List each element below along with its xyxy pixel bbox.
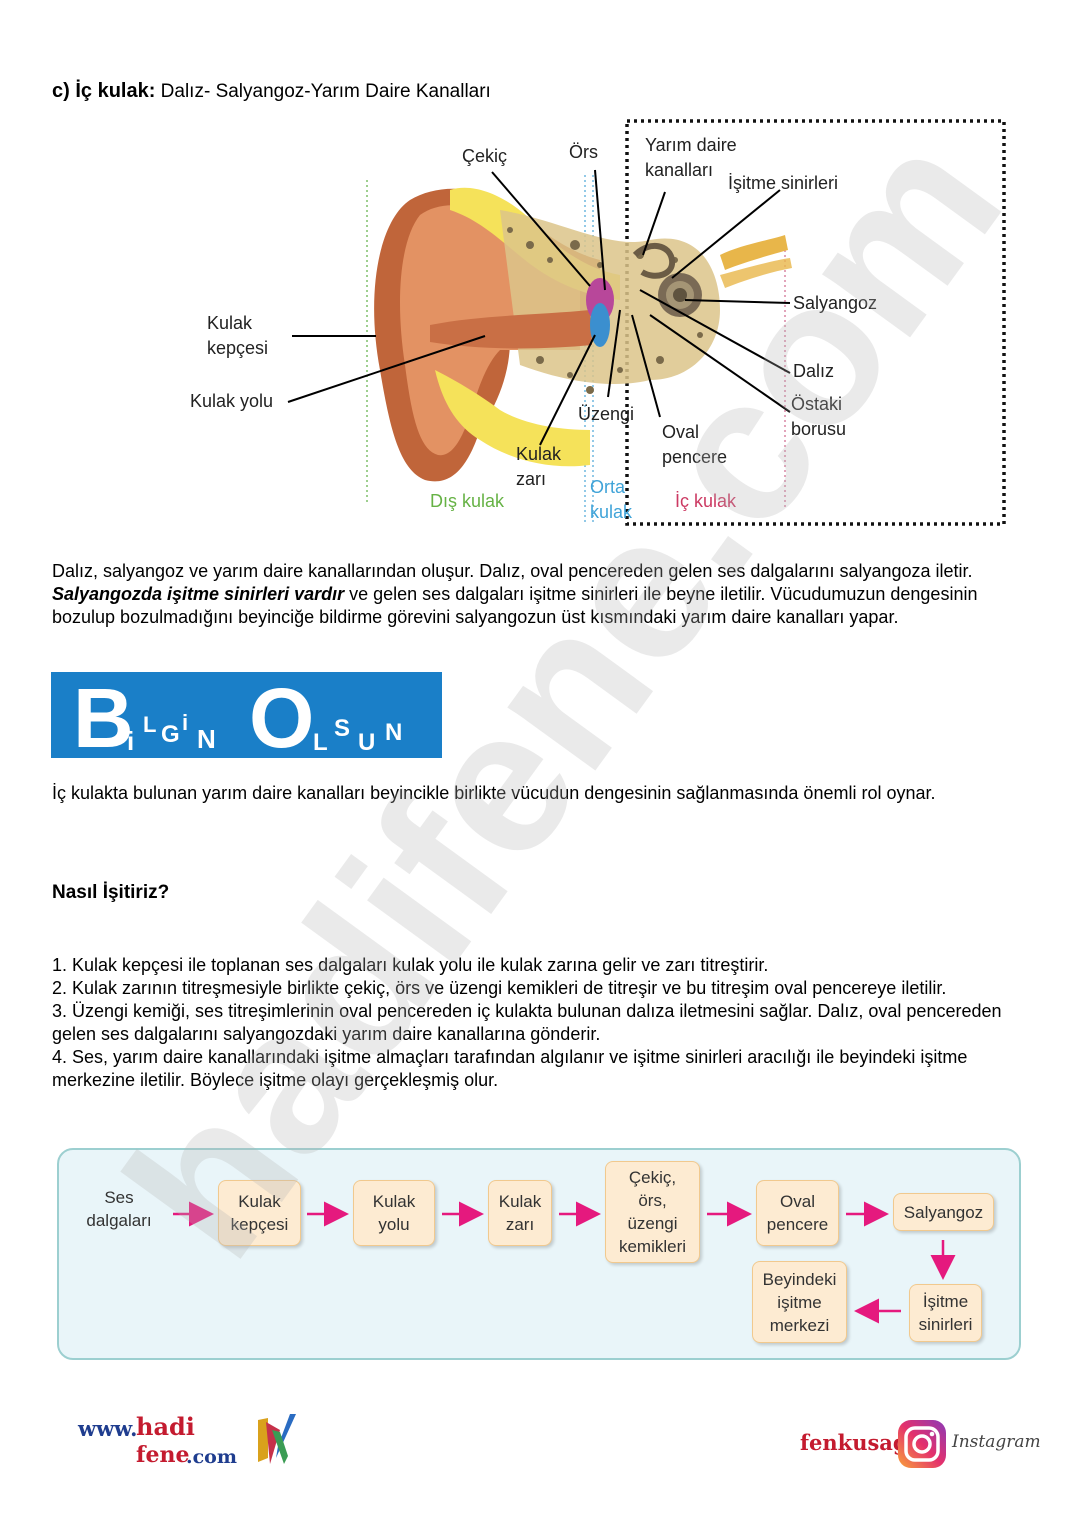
hearing-step: 3. Üzengi kemiği, ses titreşimlerinin ov…: [52, 1001, 1002, 1044]
svg-text:N: N: [385, 719, 402, 746]
svg-text:G: G: [161, 721, 180, 748]
section-heading-prefix: c) İç kulak:: [52, 80, 156, 102]
flow-box-salyangoz: Salyangoz: [893, 1193, 994, 1231]
description-part2: ve gelen ses dalgaları işitme sinirleri …: [52, 584, 978, 627]
logo-com: .com: [186, 1446, 237, 1468]
svg-text:U: U: [358, 729, 375, 756]
label-daliz: Dalız: [793, 361, 835, 381]
hearing-flow-diagram: Ses dalgaları Kulak kepçesi Kulak yolu K…: [57, 1148, 1021, 1360]
footer-fenkusagi-brand: fenkusagi Instagram: [800, 1416, 1041, 1476]
flow-box-beyindeki-isitme-merkezi: Beyindeki işitme merkezi: [752, 1261, 847, 1343]
footer-hadifene-logo: www. hadi fene .com: [78, 1412, 318, 1472]
svg-text:L: L: [313, 729, 328, 756]
brand-fenkusagi: fenkusagi: [800, 1430, 916, 1455]
description-paragraph: Dalız, salyangoz ve yarım daire kanallar…: [52, 560, 1032, 629]
info-paragraph: İç kulakta bulunan yarım daire kanalları…: [52, 783, 936, 803]
label-uzengi: Üzengi: [578, 404, 635, 424]
logo-hadi: hadi: [136, 1412, 195, 1441]
description-bold: Salyangozda işitme sinirleri vardır: [52, 584, 345, 604]
flow-box-kemikler: Çekiç, örs, üzengi kemikleri: [605, 1161, 700, 1263]
svg-text:i: i: [127, 726, 134, 756]
svg-text:S: S: [334, 715, 350, 742]
label-ors: Örs: [569, 142, 598, 162]
instagram-label: Instagram: [952, 1432, 1041, 1452]
label-kulak-kepcesi: Kulak kepçesi: [207, 313, 269, 358]
svg-text:N: N: [197, 724, 216, 754]
label-oval-pencere: Oval pencere: [662, 422, 728, 467]
label-kulak-zari: Kulak zarı: [516, 444, 562, 489]
hearing-step: 1. Kulak kepçesi ile toplanan ses dalgal…: [52, 955, 769, 975]
flow-box-isitme-sinirleri: İşitme sinirleri: [909, 1284, 982, 1342]
hearing-step: 4. Ses, yarım daire kanallarındaki işitm…: [52, 1047, 968, 1090]
label-isitme-sinirleri: İşitme sinirleri: [728, 173, 839, 193]
how-we-hear-title: Nasıl İşitiriz?: [52, 882, 170, 903]
ear-illustration: [287, 119, 1006, 526]
label-ic-kulak: İç kulak: [675, 491, 737, 511]
svg-text:O: O: [249, 672, 314, 758]
bilgin-olsun-logo: B i L G i N O L S U N: [51, 672, 442, 758]
svg-text:B: B: [73, 672, 134, 758]
flow-start-ses-dalgalari: Ses dalgaları: [86, 1188, 152, 1230]
hearing-step: 2. Kulak zarının titreşmesiyle birlikte …: [52, 978, 947, 998]
svg-text:i: i: [182, 710, 188, 735]
label-cekic: Çekiç: [462, 146, 508, 166]
flow-box-oval-pencere: Oval pencere: [756, 1180, 839, 1246]
svg-text:L: L: [143, 712, 156, 737]
flow-box-kulak-kepcesi: Kulak kepçesi: [218, 1180, 301, 1246]
label-kulak-yolu: Kulak yolu: [190, 391, 274, 411]
label-ostaki-borusu: Östaki borusu: [791, 394, 847, 439]
instagram-icon[interactable]: [896, 1418, 948, 1470]
section-heading: c) İç kulak: Dalız- Salyangoz-Yarım Dair…: [52, 80, 491, 103]
description-part1: Dalız, salyangoz ve yarım daire kanallar…: [52, 561, 973, 581]
label-dis-kulak: Dış kulak: [430, 491, 505, 511]
book-logo-icon: [258, 1414, 296, 1464]
logo-fene: fene: [136, 1442, 190, 1468]
flow-arrows: [173, 1201, 956, 1324]
flow-box-kulak-zari: Kulak zarı: [488, 1180, 552, 1246]
label-orta-kulak: Orta kulak: [590, 477, 633, 522]
hearing-steps: 1. Kulak kepçesi ile toplanan ses dalgal…: [52, 954, 1042, 1092]
logo-www: www.: [78, 1416, 138, 1441]
section-heading-text: Dalız- Salyangoz-Yarım Daire Kanalları: [155, 81, 491, 102]
flow-box-kulak-yolu: Kulak yolu: [353, 1180, 435, 1246]
label-yarim-daire-kanallari: Yarım daire kanalları: [645, 135, 737, 180]
bilgin-olsun-banner: B i L G i N O L S U N: [51, 672, 442, 758]
ear-anatomy-figure: Çekiç Örs Yarım daire kanalları İşitme s…: [180, 110, 1020, 530]
label-salyangoz: Salyangoz: [793, 293, 878, 313]
